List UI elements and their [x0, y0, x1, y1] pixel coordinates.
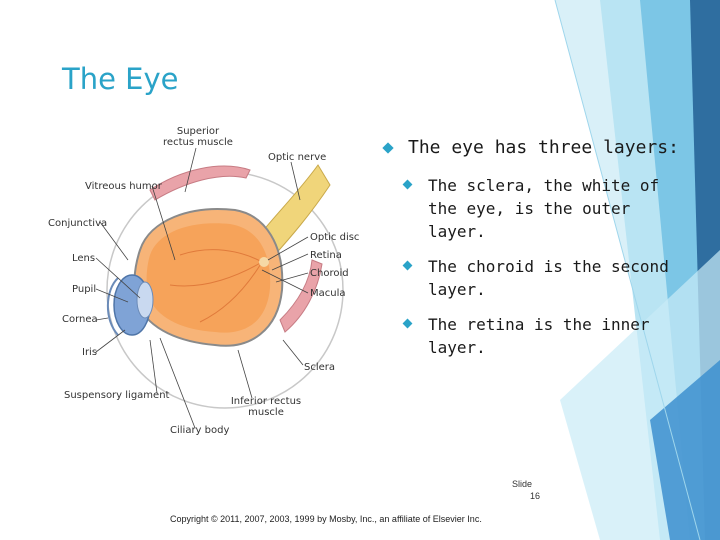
diamond-bullet-icon	[402, 179, 413, 190]
lens-shape	[136, 281, 154, 319]
label-macula: Macula	[310, 288, 346, 299]
bullet-item: The choroid is the second layer.	[380, 255, 680, 301]
inferior-rectus-shape	[279, 259, 323, 333]
slide-number-label: Slide	[512, 479, 533, 489]
bullet-text: The retina is the inner layer.	[428, 315, 650, 357]
label-ciliary-body: Ciliary body	[170, 425, 230, 436]
label-inferior-rectus: Inferior rectus muscle	[230, 396, 302, 418]
label-pupil: Pupil	[72, 284, 97, 295]
label-superior-rectus: Superior rectus muscle	[163, 126, 233, 148]
label-optic-nerve: Optic nerve	[268, 152, 327, 163]
slide-number: Slide 16	[512, 478, 540, 502]
cornea-shape	[106, 277, 119, 336]
label-optic-disc: Optic disc	[310, 232, 360, 243]
label-retina: Retina	[310, 250, 342, 261]
label-conjunctiva: Conjunctiva	[48, 218, 108, 229]
label-sclera: Sclera	[304, 362, 336, 373]
label-cornea: Cornea	[62, 314, 98, 325]
eye-diagram	[95, 147, 344, 429]
label-lens: Lens	[72, 253, 96, 264]
bullet-text: The eye has three layers:	[408, 137, 679, 158]
bullet-item: The retina is the inner layer.	[380, 313, 680, 359]
slide-title: The Eye	[62, 62, 179, 96]
label-choroid: Choroid	[310, 268, 349, 279]
vitreous-humor-shape	[146, 223, 271, 333]
label-suspensory-ligament: Suspensory ligament	[64, 390, 170, 401]
label-iris: Iris	[82, 347, 98, 358]
diamond-bullet-icon	[382, 142, 394, 154]
optic-nerve-shape	[261, 164, 331, 259]
bullet-text: The sclera, the white of the eye, is the…	[428, 176, 660, 241]
bullet-list: The eye has three layers: The sclera, th…	[380, 136, 680, 371]
diamond-bullet-icon	[402, 260, 413, 271]
slide-number-value: 16	[530, 491, 541, 501]
superior-rectus-shape	[149, 165, 251, 201]
optic-disc-dot	[259, 257, 269, 267]
bullet-item: The eye has three layers:	[380, 136, 680, 160]
diamond-bullet-icon	[402, 318, 413, 329]
label-vitreous-humor: Vitreous humor	[85, 181, 162, 192]
bullet-text: The choroid is the second layer.	[428, 257, 669, 299]
copyright-notice: Copyright © 2011, 2007, 2003, 1999 by Mo…	[170, 514, 482, 524]
bullet-item: The sclera, the white of the eye, is the…	[380, 174, 680, 243]
